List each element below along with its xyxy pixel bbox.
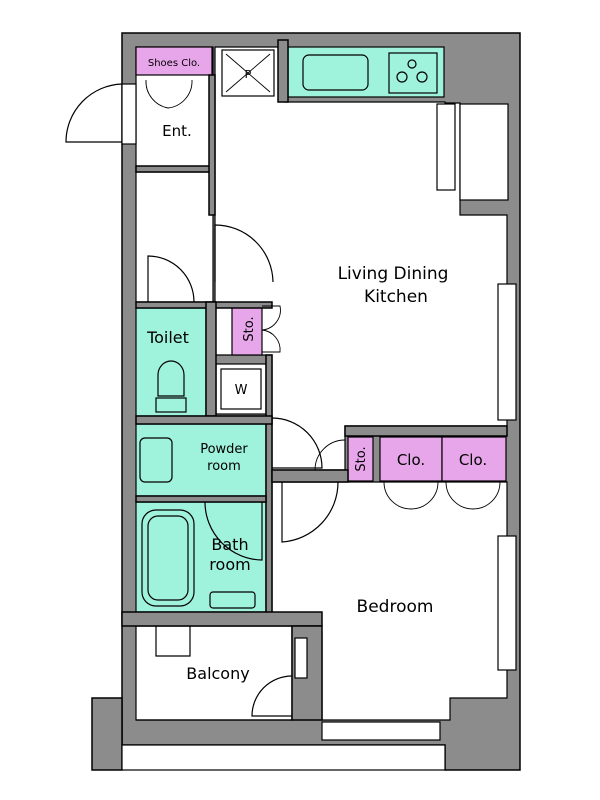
entrance-door bbox=[65, 83, 123, 143]
kitchen-window-box bbox=[459, 103, 509, 201]
wall-powder-top bbox=[135, 415, 273, 425]
wall-bath-top bbox=[135, 495, 267, 503]
balcony-bed-door bbox=[251, 675, 293, 717]
wall-wet-right bbox=[265, 354, 273, 618]
window-bed-bottom bbox=[321, 721, 441, 741]
powder-label-2: room bbox=[207, 459, 241, 474]
window-ldk-top bbox=[436, 103, 456, 191]
bath-label-2: room bbox=[209, 555, 250, 574]
balcony-door bbox=[155, 626, 191, 657]
bedroom-door bbox=[281, 481, 339, 543]
window-balcony bbox=[294, 637, 308, 679]
ldk-label: Living Dining bbox=[338, 264, 449, 284]
pipe-space-label: P bbox=[245, 68, 252, 81]
powder-label: Powder bbox=[200, 442, 248, 457]
wall-kitchen-top bbox=[277, 39, 289, 103]
balcony-label: Balcony bbox=[186, 664, 249, 683]
shoes-closet-doors bbox=[145, 79, 193, 109]
bath-label: Bath bbox=[211, 535, 248, 554]
window-ldk-right bbox=[497, 283, 517, 421]
stove-burner-2 bbox=[416, 71, 428, 83]
closet-1-label: Clo. bbox=[397, 451, 425, 469]
bathtub-inner bbox=[147, 515, 189, 601]
powder-sink bbox=[139, 437, 173, 483]
closet-doors bbox=[383, 481, 501, 510]
storage-bedroom-label: Sto. bbox=[354, 446, 369, 471]
balcony-edge bbox=[121, 744, 446, 771]
stove-burner-1 bbox=[396, 71, 408, 83]
bathtub bbox=[141, 509, 195, 607]
hall-ldk-door bbox=[214, 224, 274, 283]
toilet-door bbox=[147, 255, 195, 303]
wall-bed-top bbox=[344, 425, 508, 437]
washer-box bbox=[220, 368, 262, 410]
powder-door bbox=[271, 417, 323, 469]
balcony-parapet bbox=[91, 697, 123, 771]
bath-sink bbox=[209, 591, 256, 609]
washer-label: W bbox=[235, 383, 248, 398]
toilet-tank bbox=[155, 397, 187, 413]
storage-ldk-door bbox=[261, 305, 281, 353]
closet-2 bbox=[441, 436, 507, 482]
stove-burner-3 bbox=[407, 59, 417, 69]
bath-door bbox=[204, 501, 263, 561]
sink bbox=[302, 54, 369, 91]
washer-space bbox=[215, 363, 267, 415]
toilet-label: Toilet bbox=[146, 328, 189, 347]
wall-ent-hall bbox=[135, 165, 214, 173]
storage-ldk-label: Sto. bbox=[242, 316, 257, 341]
wall-bath-bottom bbox=[121, 611, 323, 627]
shoes-closet-label: Shoes Clo. bbox=[148, 58, 200, 69]
wall-hall-ldk bbox=[208, 74, 216, 216]
wall-bed-top-left bbox=[271, 469, 349, 483]
stove bbox=[388, 52, 438, 94]
ldk-label-2: Kitchen bbox=[364, 287, 428, 307]
toilet-bowl bbox=[157, 360, 185, 397]
storage-ldk bbox=[231, 302, 263, 356]
bedroom-label: Bedroom bbox=[357, 597, 434, 617]
entrance-door-opening bbox=[121, 83, 137, 145]
toilet-room bbox=[135, 307, 207, 417]
closet-2-label: Clo. bbox=[459, 451, 487, 469]
wall-toilet-right bbox=[205, 301, 217, 417]
entrance-label: Ent. bbox=[162, 122, 192, 140]
window-bed-right bbox=[497, 535, 517, 671]
storage-bedroom bbox=[347, 436, 374, 482]
sto-bed-door bbox=[314, 439, 346, 471]
powder-room bbox=[135, 423, 267, 497]
wall-toilet-top bbox=[135, 301, 273, 309]
shoes-closet bbox=[135, 46, 213, 76]
